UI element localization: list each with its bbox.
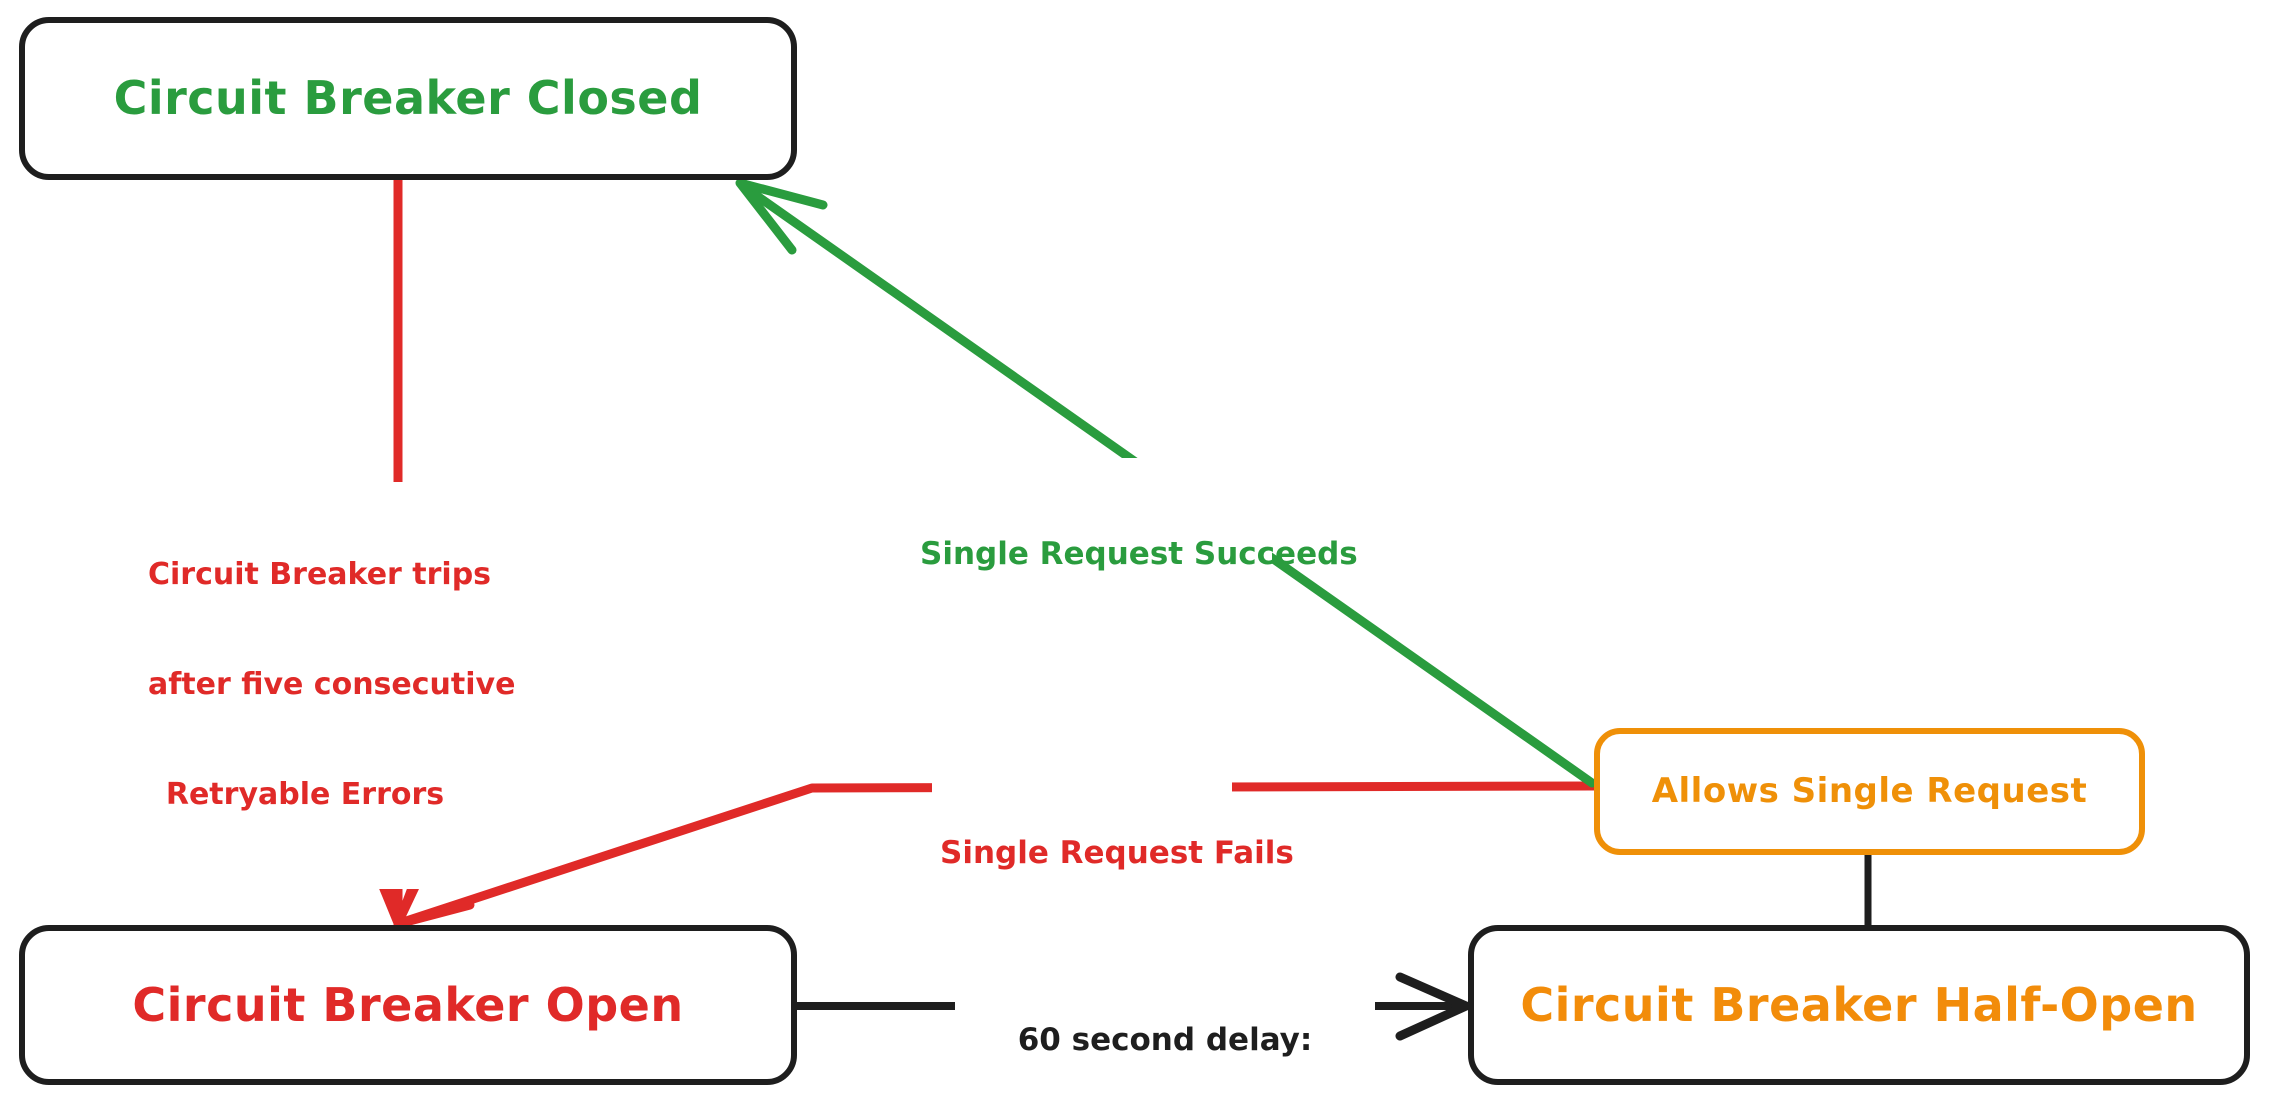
edge-label-fails-text: Single Request Fails (940, 834, 1294, 871)
node-circuit-breaker-closed[interactable]: Circuit Breaker Closed (19, 17, 797, 180)
node-allows-single-request[interactable]: Allows Single Request (1594, 728, 2145, 855)
node-label-allows-single-request: Allows Single Request (1651, 770, 2088, 811)
edge-label-60-second-delay: 60 second delay: No requests allowed (955, 944, 1375, 1107)
node-circuit-breaker-half-open[interactable]: Circuit Breaker Half-Open (1468, 925, 2250, 1085)
node-label-open: Circuit Breaker Open (132, 977, 684, 1032)
edge-label-succeeds-text: Single Request Succeeds (920, 535, 1358, 572)
edge-label-circuit-breaker-trips: Circuit Breaker trips after five consecu… (140, 482, 516, 889)
edge-label-single-request-fails: Single Request Fails (932, 757, 1294, 951)
node-circuit-breaker-open[interactable]: Circuit Breaker Open (19, 925, 797, 1085)
edge-label-single-request-succeeds: Single Request Succeeds (912, 458, 1358, 652)
edge-label-trips-line3: Retryable Errors (165, 776, 445, 812)
edge-label-trips-line1: Circuit Breaker trips (148, 557, 492, 593)
edge-label-delay-line1: 60 second delay: (1017, 1021, 1313, 1058)
node-label-half-open: Circuit Breaker Half-Open (1520, 977, 2198, 1032)
node-label-closed: Circuit Breaker Closed (113, 71, 703, 126)
edge-label-trips-line2: after five consecutive (148, 666, 516, 702)
